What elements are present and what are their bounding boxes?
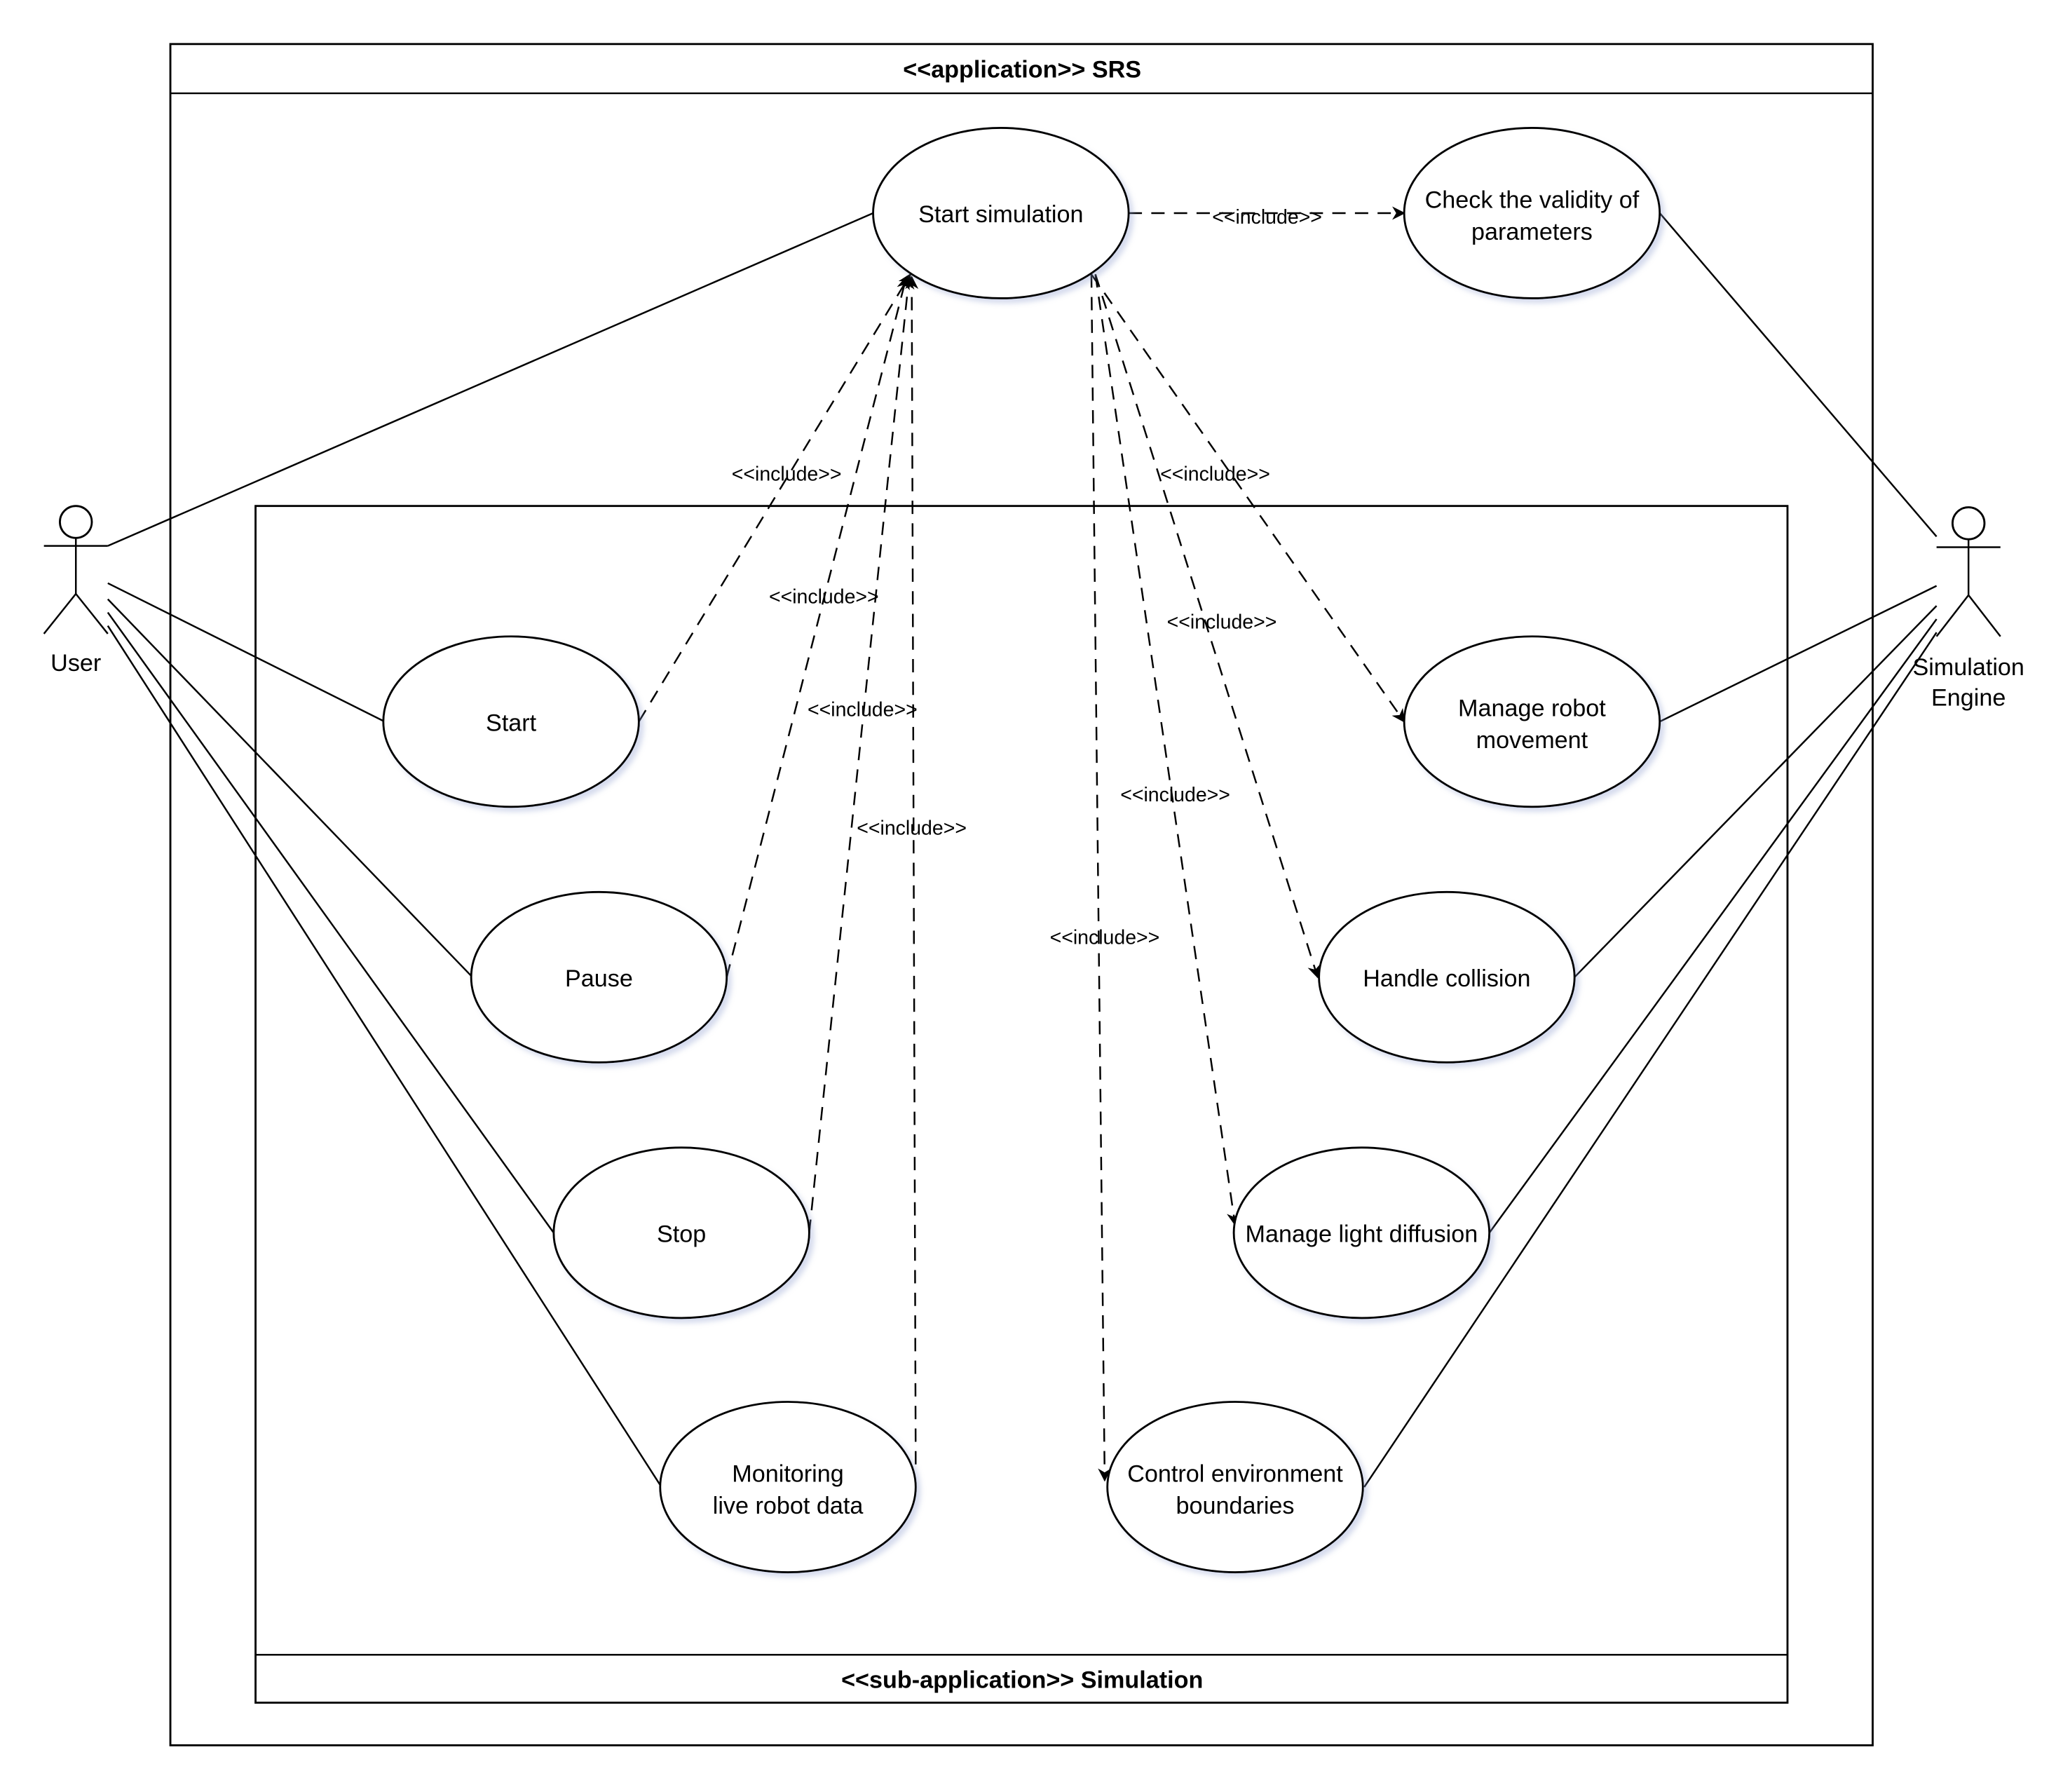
stick-figure-icon <box>1935 506 2001 637</box>
use-case-check-validity[interactable]: Check the validity of parameters <box>1403 127 1661 299</box>
actor-simulation-engine[interactable]: Simulation Engine <box>1912 506 2024 712</box>
include-label: <<include>> <box>1212 206 1322 229</box>
use-case-pause[interactable]: Pause <box>470 890 728 1064</box>
use-case-env-boundaries[interactable]: Control environment boundaries <box>1106 1401 1364 1573</box>
system-title: <<application>> SRS <box>903 56 1141 83</box>
include-label: <<include>> <box>769 585 879 608</box>
use-case-label: boundaries <box>1176 1493 1294 1519</box>
use-case-label: Manage light diffusion <box>1246 1221 1478 1248</box>
use-case-label: Start simulation <box>918 201 1083 228</box>
include-label: <<include>> <box>1167 611 1277 633</box>
use-case-handle-collision[interactable]: Handle collision <box>1318 890 1576 1064</box>
use-case-label: Stop <box>657 1221 706 1248</box>
system-boundary: <<application>> SRS <box>169 43 1874 1746</box>
include-relations: <<include>> <<include>> <<include>> <<in… <box>638 206 1406 1482</box>
actor-label: Engine <box>1931 684 2006 711</box>
use-case-monitoring[interactable]: Monitoring live robot data <box>659 1401 917 1573</box>
stick-figure-icon <box>43 505 109 634</box>
subsystem-title: <<sub-application>> Simulation <box>841 1667 1203 1694</box>
use-case-label: parameters <box>1471 219 1593 245</box>
use-case-label: Monitoring <box>732 1460 843 1487</box>
include-label: <<include>> <box>808 699 918 721</box>
use-case-robot-movement[interactable]: Manage robot movement <box>1403 635 1661 808</box>
subsystem-boundary: <<sub-application>> Simulation <box>254 505 1789 1704</box>
use-case-start-simulation[interactable]: Start simulation <box>872 127 1130 299</box>
use-case-label: Handle collision <box>1363 965 1530 992</box>
include-label: <<include>> <box>1050 926 1160 949</box>
use-case-label: movement <box>1476 727 1588 754</box>
use-case-light-diffusion[interactable]: Manage light diffusion <box>1232 1146 1491 1319</box>
use-case-label: Control environment <box>1127 1460 1343 1487</box>
actor-user[interactable]: User <box>43 505 109 677</box>
associations <box>107 212 1938 1488</box>
include-label: <<include>> <box>1160 463 1270 486</box>
use-case-start[interactable]: Start <box>382 635 640 808</box>
use-case-label: Manage robot <box>1458 695 1606 722</box>
include-label: <<include>> <box>732 463 842 486</box>
use-case-label: Check the validity of <box>1425 186 1640 213</box>
use-case-label: Pause <box>565 965 633 992</box>
use-case-label: Start <box>486 710 537 737</box>
actor-label: Simulation <box>1912 654 2024 681</box>
use-case-label: live robot data <box>713 1493 864 1519</box>
use-case-stop[interactable]: Stop <box>552 1146 810 1319</box>
include-label: <<include>> <box>1120 784 1230 806</box>
actor-label: User <box>50 650 101 677</box>
include-label: <<include>> <box>857 817 967 840</box>
